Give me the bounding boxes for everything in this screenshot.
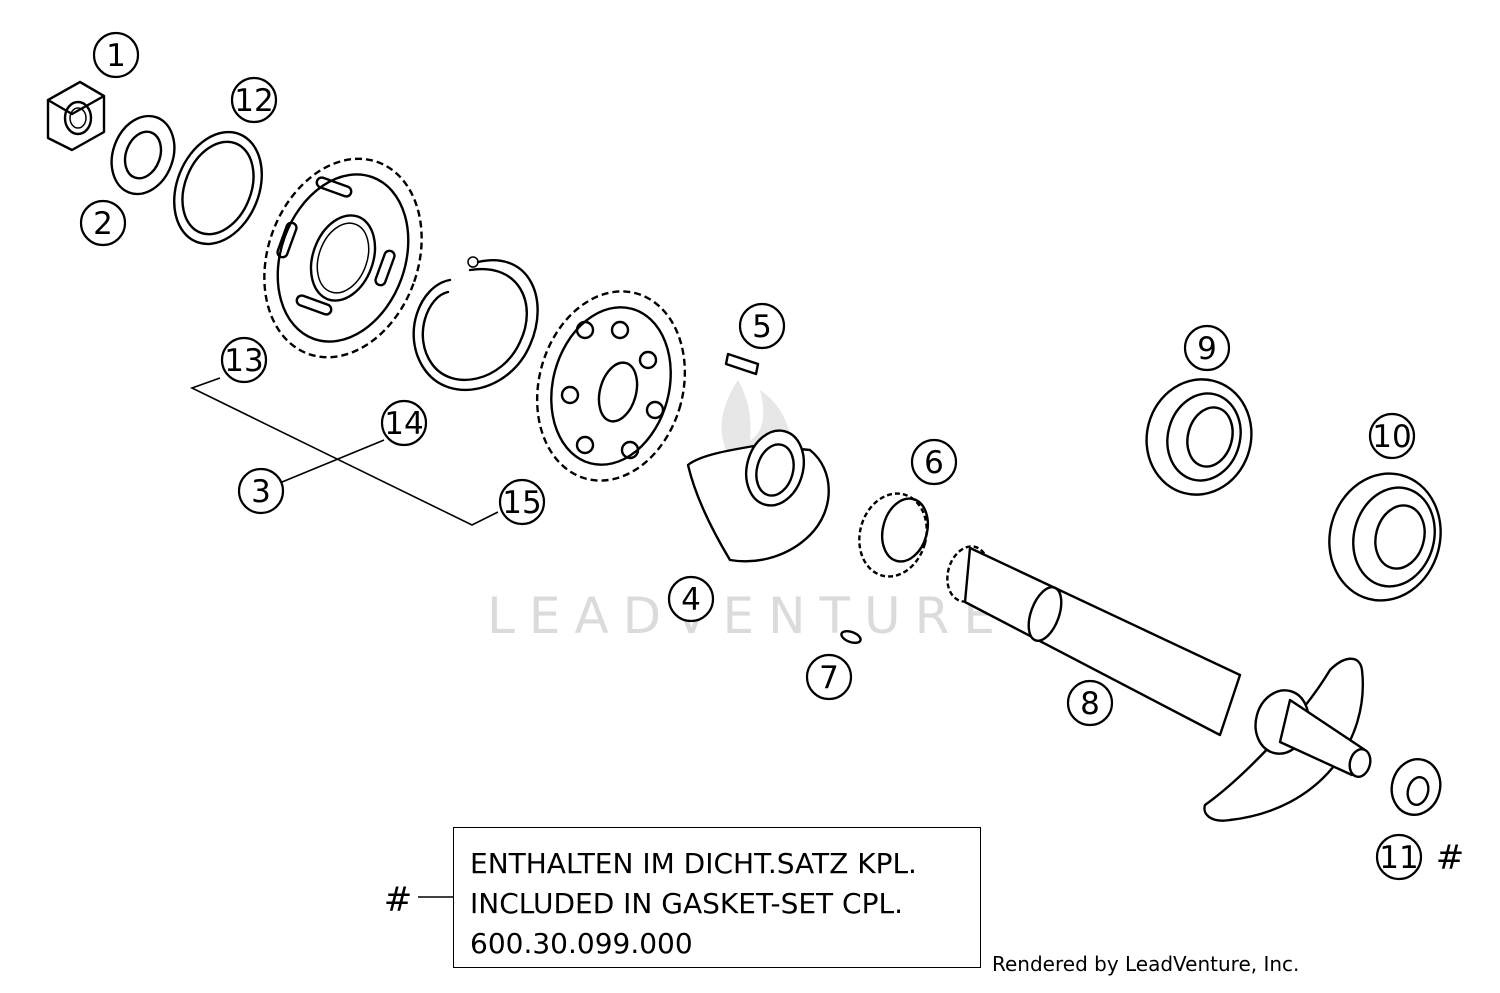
svg-text:4: 4	[681, 582, 701, 618]
callout-2: 2	[79, 199, 127, 247]
svg-text:12: 12	[234, 83, 273, 119]
callout-3: 3	[237, 467, 285, 515]
part-6-needle-bearing	[858, 492, 930, 578]
svg-text:3: 3	[251, 474, 271, 510]
svg-text:2: 2	[93, 206, 113, 242]
part-5-woodruff-key	[724, 352, 760, 376]
note-line-german: ENTHALTEN IM DICHT.SATZ KPL.	[470, 847, 917, 880]
svg-text:7: 7	[819, 660, 839, 696]
svg-text:13: 13	[224, 343, 263, 379]
callout-8: 8	[1066, 679, 1114, 727]
part-2-washer	[110, 114, 176, 196]
svg-text:1: 1	[106, 38, 126, 74]
callout-4: 4	[667, 575, 715, 623]
note-line-english: INCLUDED IN GASKET-SET CPL.	[470, 887, 903, 920]
render-credit: Rendered by LeadVenture, Inc.	[992, 952, 1300, 976]
part-4-cam-segment	[686, 429, 830, 563]
part-8-balancer-shaft	[946, 545, 1372, 822]
gasket-set-marker: #	[1436, 838, 1465, 878]
svg-text:15: 15	[502, 485, 541, 521]
part-10-bearing	[1328, 472, 1442, 602]
svg-text:10: 10	[1372, 419, 1411, 455]
watermark-text: LEADVENTURE	[487, 587, 1009, 645]
note-part-number: 600.30.099.000	[470, 927, 693, 960]
svg-text:11: 11	[1379, 840, 1418, 876]
callout-15: 15	[498, 478, 546, 526]
svg-text:9: 9	[1197, 331, 1217, 367]
callout-leader-lines	[189, 377, 499, 898]
callout-6: 6	[910, 438, 958, 486]
part-11-seal-ring	[1390, 758, 1442, 816]
callout-10: 10	[1368, 412, 1416, 460]
svg-text:6: 6	[924, 445, 944, 481]
svg-text:5: 5	[752, 309, 772, 345]
part-3-spur-gear	[535, 290, 687, 482]
note-marker: #	[384, 880, 413, 920]
callout-12: 12	[230, 76, 278, 124]
callout-1: 1	[92, 31, 140, 79]
gasket-set-note-box: ENTHALTEN IM DICHT.SATZ KPL. INCLUDED IN…	[453, 827, 981, 968]
callout-13: 13	[220, 336, 268, 384]
part-13-slotted-gear	[263, 157, 423, 359]
part-7-pin	[840, 629, 862, 645]
callout-9: 9	[1183, 324, 1231, 372]
callout-14: 14	[380, 399, 428, 447]
part-snap-ring	[412, 256, 539, 392]
callout-5: 5	[738, 302, 786, 350]
part-1-hex-nut	[46, 80, 106, 152]
svg-text:14: 14	[384, 406, 423, 442]
svg-text:8: 8	[1080, 686, 1100, 722]
part-12-shim	[173, 130, 263, 246]
part-9-bearing	[1145, 378, 1253, 496]
callout-7: 7	[805, 653, 853, 701]
callout-11: 11	[1375, 833, 1423, 881]
